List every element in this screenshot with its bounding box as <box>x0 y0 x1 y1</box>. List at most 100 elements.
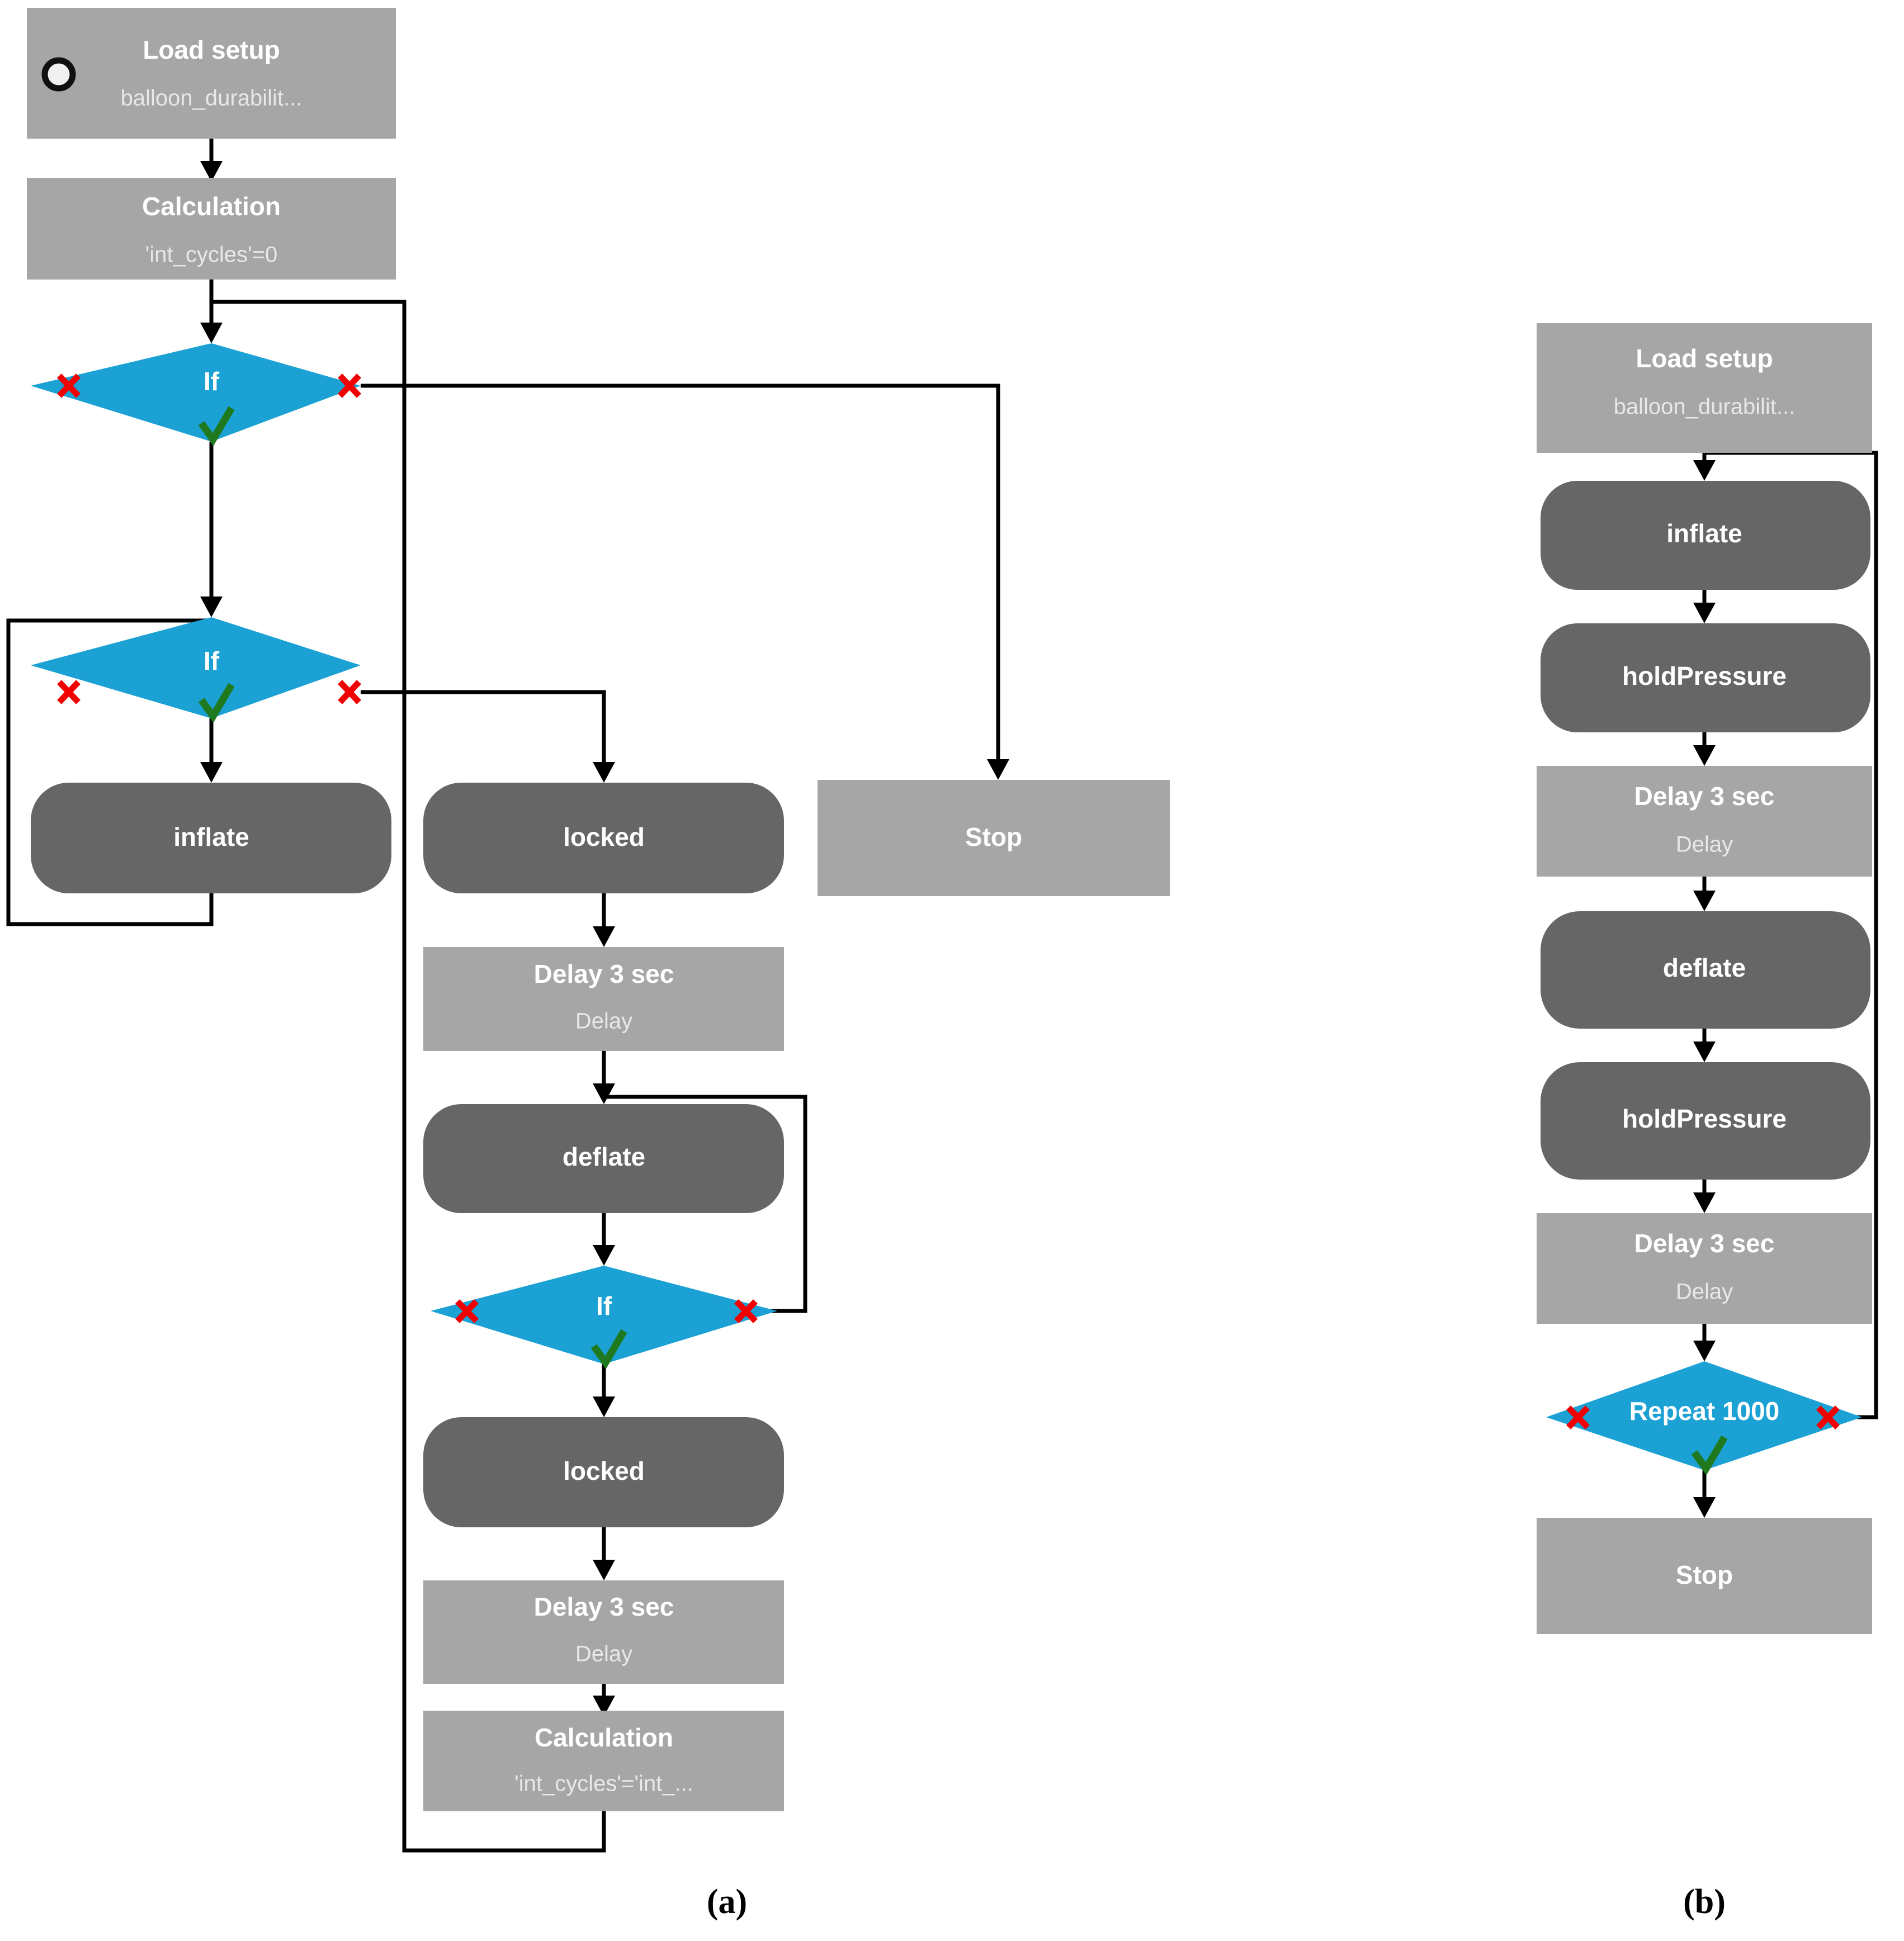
node-title: If <box>596 1291 612 1320</box>
arrowhead-calc-in <box>200 161 223 182</box>
node-b-hold-pressure-2[interactable]: holdPressure <box>1541 1062 1870 1180</box>
connector-inflate-loop-to-if2 <box>6 618 214 926</box>
node-shape-rounded <box>423 1104 784 1213</box>
node-b-delay-1[interactable]: Delay 3 sec Delay <box>1537 766 1872 877</box>
node-title: If <box>204 367 220 396</box>
node-b-repeat[interactable]: Repeat 1000 <box>1546 1361 1862 1475</box>
node-a-stop[interactable]: Stop <box>818 780 1170 896</box>
connector-if3-false-loop-to-deflate <box>604 1095 807 1313</box>
node-title: Load setup <box>143 35 280 64</box>
node-shape-rounded <box>423 1417 784 1527</box>
node-subtitle: 'int_cycles'=0 <box>145 243 278 267</box>
node-title: holdPressure <box>1622 1104 1787 1133</box>
node-title: holdPressure <box>1622 661 1787 690</box>
false-marker-left-x-icon <box>455 1299 479 1323</box>
false-marker-right-x-icon <box>1816 1405 1840 1429</box>
node-title: Repeat 1000 <box>1629 1396 1780 1426</box>
node-a-if-2[interactable]: If <box>31 617 361 723</box>
panel-a-connectors <box>6 139 1009 1853</box>
node-shape-rect <box>1537 1518 1872 1634</box>
node-title: Delay 3 sec <box>534 959 674 988</box>
node-shape-rect <box>423 1580 784 1684</box>
node-title: If <box>204 646 220 675</box>
node-a-load-setup[interactable]: Load setup balloon_durabilit... <box>27 8 396 139</box>
node-title: inflate <box>1666 519 1742 548</box>
node-title: deflate <box>563 1142 645 1171</box>
node-b-hold-pressure-1[interactable]: holdPressure <box>1541 623 1870 732</box>
node-subtitle: Delay <box>575 1009 632 1034</box>
node-a-if-3[interactable]: If <box>431 1266 777 1369</box>
node-shape-rounded <box>1541 481 1870 590</box>
node-b-delay-2[interactable]: Delay 3 sec Delay <box>1537 1213 1872 1324</box>
arrowhead-if3-in <box>593 1245 615 1266</box>
arrowhead-b-repeat-in <box>1693 1341 1716 1361</box>
node-title: locked <box>563 1456 645 1485</box>
node-a-inflate[interactable]: inflate <box>31 783 391 893</box>
node-shape-rect <box>1537 1213 1872 1324</box>
connector-if1-false-to-stop <box>361 384 1000 766</box>
node-subtitle: Delay <box>575 1642 632 1667</box>
arrowhead-b-delay1-in <box>1693 745 1716 766</box>
node-title: Load setup <box>1636 344 1773 373</box>
node-shape-rect <box>423 947 784 1051</box>
true-marker-check-icon <box>590 1329 627 1369</box>
node-shape-rect <box>1537 323 1872 453</box>
node-shape-diamond <box>431 1266 777 1364</box>
arrowhead-b-delay2-in <box>1693 1192 1716 1213</box>
arrowhead-if2-in <box>200 596 223 617</box>
node-shape-diamond <box>1546 1361 1862 1470</box>
arrowhead-if1-in <box>200 323 223 343</box>
node-b-stop[interactable]: Stop <box>1537 1518 1872 1634</box>
node-title: deflate <box>1663 953 1746 982</box>
connector-calcincr-return-to-if1 <box>211 300 606 1853</box>
node-b-deflate[interactable]: deflate <box>1541 911 1870 1029</box>
node-a-calculation-init[interactable]: Calculation 'int_cycles'=0 <box>27 178 396 280</box>
node-shape-rounded <box>1541 1062 1870 1180</box>
node-shape-diamond <box>31 343 361 442</box>
arrowhead-b-hold1-in <box>1693 603 1716 623</box>
arrowhead-deflate-in <box>593 1083 615 1104</box>
panel-caption-a: (a) <box>707 1883 747 1921</box>
node-a-if-1[interactable]: If <box>31 343 361 446</box>
arrowhead-stop-in <box>987 759 1009 780</box>
node-a-delay-2[interactable]: Delay 3 sec Delay <box>423 1580 784 1684</box>
true-marker-check-icon <box>1691 1435 1728 1475</box>
node-a-deflate[interactable]: deflate <box>423 1104 784 1213</box>
false-marker-left-x-icon <box>1566 1405 1590 1429</box>
node-title: locked <box>563 822 645 851</box>
arrowhead-b-inflate-in <box>1693 460 1716 481</box>
node-title: Stop <box>1676 1560 1733 1589</box>
arrowhead-delay1-in <box>593 926 615 947</box>
panel-caption-b: (b) <box>1683 1883 1726 1921</box>
node-a-locked-1[interactable]: locked <box>423 783 784 893</box>
node-shape-rect <box>27 8 396 139</box>
node-shape-diamond <box>31 617 361 718</box>
node-b-inflate[interactable]: inflate <box>1541 481 1870 590</box>
false-marker-left-x-icon <box>57 680 81 704</box>
node-b-load-setup[interactable]: Load setup balloon_durabilit... <box>1537 323 1872 453</box>
arrowhead-b-stop-in <box>1693 1497 1716 1518</box>
node-shape-rounded <box>1541 623 1870 732</box>
connector-if2-false-to-locked1 <box>361 690 606 774</box>
node-a-calculation-incr[interactable]: Calculation 'int_cycles'='int_... <box>423 1711 784 1811</box>
arrowhead-locked1-in <box>593 762 615 783</box>
node-a-delay-1[interactable]: Delay 3 sec Delay <box>423 947 784 1051</box>
start-circle-icon <box>41 57 76 92</box>
node-a-locked-2[interactable]: locked <box>423 1417 784 1527</box>
node-title: Calculation <box>142 192 281 221</box>
arrowhead-b-hold2-in <box>1693 1041 1716 1062</box>
node-subtitle: balloon_durabilit... <box>1614 395 1796 419</box>
false-marker-right-x-icon <box>338 373 361 398</box>
node-subtitle: Delay <box>1676 1280 1733 1304</box>
node-shape-rect <box>818 780 1170 896</box>
node-shape-rounded <box>1541 911 1870 1029</box>
false-marker-left-x-icon <box>57 373 81 398</box>
arrowhead-calcincr-in <box>593 1696 615 1716</box>
arrowhead-inflate-in <box>200 762 223 783</box>
node-title: inflate <box>173 822 249 851</box>
node-shape-rect <box>27 178 396 280</box>
node-shape-rect <box>423 1711 784 1811</box>
node-shape-rounded <box>31 783 391 893</box>
true-marker-check-icon <box>198 406 235 446</box>
